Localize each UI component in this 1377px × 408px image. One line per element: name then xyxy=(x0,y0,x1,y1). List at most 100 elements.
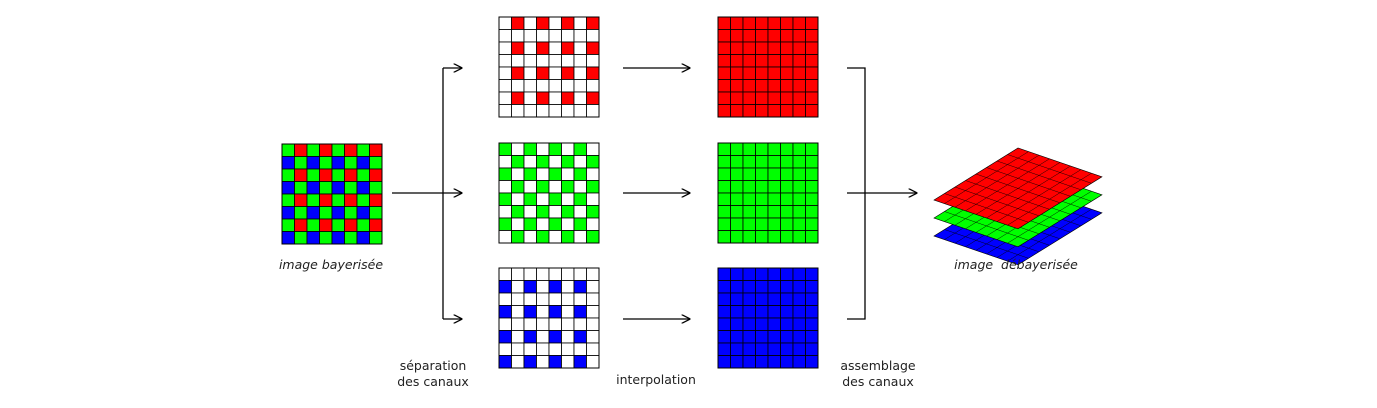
grid-cell xyxy=(717,142,731,156)
grid-cell xyxy=(561,167,575,181)
grid-cell xyxy=(767,167,781,181)
grid-cell xyxy=(523,54,537,68)
grid-cell xyxy=(281,143,295,157)
grid-cell xyxy=(805,91,819,105)
grid-cell xyxy=(742,317,756,331)
grid-cell xyxy=(767,79,781,93)
grid-cell xyxy=(767,41,781,55)
grid-cell xyxy=(780,280,794,294)
grid-cell xyxy=(780,217,794,231)
grid-cell xyxy=(319,231,333,245)
grid-cell xyxy=(498,217,512,231)
grid-cell xyxy=(805,180,819,194)
grid-cell xyxy=(586,292,600,306)
grid-cell xyxy=(730,54,744,68)
grid-cell xyxy=(755,342,769,356)
grid-cell xyxy=(730,91,744,105)
grid-cell xyxy=(536,330,550,344)
grid-cell xyxy=(586,217,600,231)
grid-cell xyxy=(281,156,295,170)
grid-cell xyxy=(755,192,769,206)
grid-cell xyxy=(767,280,781,294)
grid-cell xyxy=(742,205,756,219)
grid-cell xyxy=(573,41,587,55)
grid-cell xyxy=(780,180,794,194)
grid-cell xyxy=(536,16,550,30)
stack-grid-line xyxy=(1007,154,1092,184)
grid-cell xyxy=(536,66,550,80)
grid-cell xyxy=(717,155,731,169)
grid-cell xyxy=(792,267,806,281)
grid-cell xyxy=(805,230,819,244)
grid-cell xyxy=(511,79,525,93)
grid-cell xyxy=(586,54,600,68)
grid-cell xyxy=(523,305,537,319)
stack-layer-red xyxy=(933,147,1103,230)
grid-cell xyxy=(561,16,575,30)
grid-cell xyxy=(767,180,781,194)
grid-cell xyxy=(767,91,781,105)
grid-cell xyxy=(767,267,781,281)
grid-cell xyxy=(792,342,806,356)
grid-cell xyxy=(805,205,819,219)
grid-cell xyxy=(523,167,537,181)
grid-cell xyxy=(755,280,769,294)
grid-cell xyxy=(755,54,769,68)
grid-cell xyxy=(548,167,562,181)
grid-cell xyxy=(561,267,575,281)
grid-cell xyxy=(792,155,806,169)
grid-cell xyxy=(306,143,320,157)
grid-cell xyxy=(792,230,806,244)
grid-cell xyxy=(511,66,525,80)
grid-cell xyxy=(755,355,769,369)
grid-cell xyxy=(730,155,744,169)
grid-cell xyxy=(792,280,806,294)
grid-cell xyxy=(586,79,600,93)
grid-cell xyxy=(755,180,769,194)
grid-border xyxy=(717,267,819,369)
grid-cell xyxy=(356,231,370,245)
grid-cell xyxy=(536,355,550,369)
grid-cell xyxy=(755,267,769,281)
grid-cell xyxy=(805,167,819,181)
grid-cell xyxy=(730,66,744,80)
grid-cell xyxy=(561,317,575,331)
grid-cell xyxy=(767,330,781,344)
red-channel-full-grid xyxy=(717,16,819,118)
grid-cell xyxy=(780,317,794,331)
grid-cell xyxy=(548,16,562,30)
grid-cell xyxy=(331,168,345,182)
grid-cell xyxy=(717,79,731,93)
grid-cell xyxy=(523,41,537,55)
grid-cell xyxy=(730,292,744,306)
grid-cell xyxy=(792,142,806,156)
grid-cell xyxy=(767,292,781,306)
grid-cell xyxy=(523,317,537,331)
stack-grid-line xyxy=(1007,209,1092,262)
grid-cell xyxy=(730,192,744,206)
grid-cell xyxy=(730,79,744,93)
grid-cell xyxy=(767,305,781,319)
grid-cell xyxy=(294,218,308,232)
grid-cell xyxy=(780,355,794,369)
grid-cell xyxy=(561,180,575,194)
grid-cell xyxy=(717,29,731,43)
grid-cell xyxy=(331,206,345,220)
grid-cell xyxy=(561,66,575,80)
grid-cell xyxy=(792,104,806,118)
grid-cell xyxy=(586,317,600,331)
grid-cell xyxy=(561,292,575,306)
grid-cell xyxy=(344,206,358,220)
grid-cell xyxy=(573,355,587,369)
grid-cell xyxy=(331,193,345,207)
grid-cell xyxy=(536,79,550,93)
grid-cell xyxy=(511,180,525,194)
grid-cell xyxy=(805,142,819,156)
grid-cell xyxy=(586,342,600,356)
grid-cell xyxy=(306,181,320,195)
grid-cell xyxy=(511,104,525,118)
grid-cell xyxy=(511,267,525,281)
grid-cell xyxy=(319,181,333,195)
grid-cell xyxy=(586,330,600,344)
grid-cell xyxy=(356,143,370,157)
